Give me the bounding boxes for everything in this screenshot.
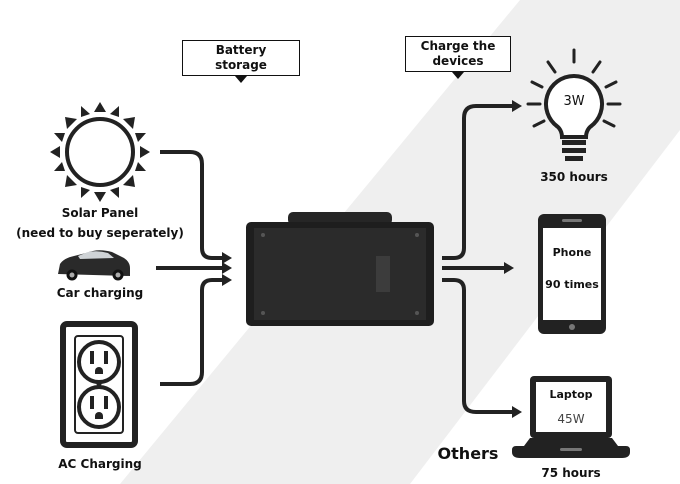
laptop-icon: [512, 376, 630, 458]
car-charging-label: Car charging: [56, 286, 144, 300]
phone-caption: 90 times: [545, 278, 599, 291]
bulb-caption: 350 hours: [540, 170, 608, 184]
laptop-name: Laptop: [549, 388, 593, 401]
callout-pointer-icon: [235, 76, 247, 83]
car-icon: [58, 250, 130, 281]
charge-callout-line1: Charge the: [420, 39, 496, 53]
sun-icon: [50, 102, 150, 202]
others-label: Others: [437, 444, 499, 463]
phone-name: Phone: [552, 246, 592, 259]
laptop-wattage: 45W: [557, 412, 585, 426]
input-connectors: [156, 150, 226, 386]
solar-panel-note: (need to buy seperately): [16, 226, 184, 240]
bulb-wattage: 3W: [563, 94, 585, 109]
battery-icon: [246, 212, 434, 326]
callout-pointer-icon: [452, 72, 464, 79]
charge-devices-callout: Charge the devices: [405, 36, 511, 79]
output-connectors: [442, 104, 514, 414]
battery-callout-line2: storage: [215, 58, 267, 72]
outlet-icon: [60, 321, 138, 448]
laptop-caption: 75 hours: [541, 466, 601, 480]
battery-storage-callout: Battery storage: [182, 40, 300, 83]
solar-panel-label: Solar Panel: [61, 206, 139, 220]
output-arrowheads: [504, 100, 522, 418]
charge-callout-line2: devices: [432, 54, 484, 68]
battery-callout-line1: Battery: [215, 43, 267, 57]
ac-charging-label: AC Charging: [58, 457, 142, 471]
phone-icon: [538, 214, 606, 334]
bulb-icon: [526, 48, 622, 161]
input-arrowheads: [222, 252, 232, 286]
